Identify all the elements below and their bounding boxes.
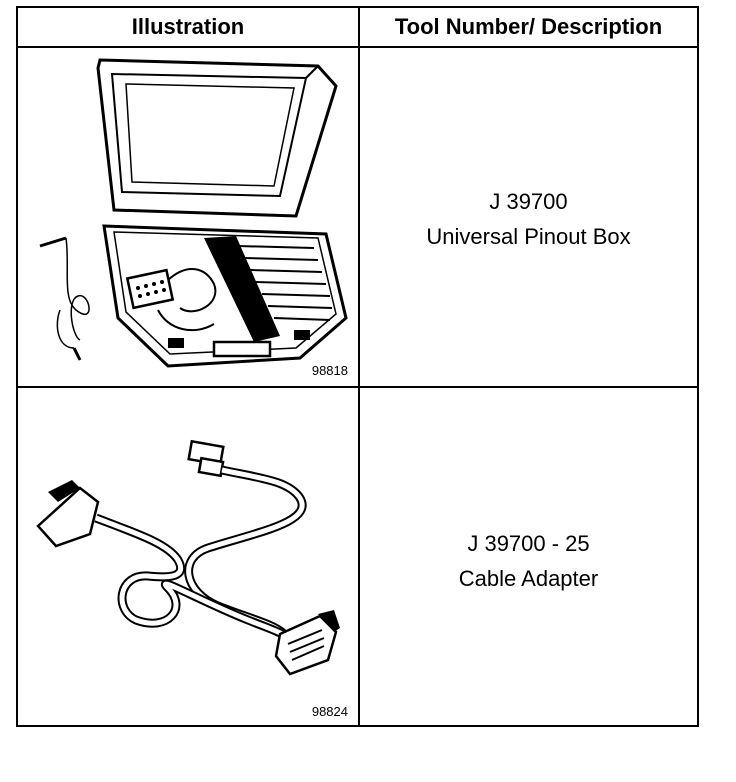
table-row-description-2: J 39700 - 25 Cable Adapter <box>360 526 697 596</box>
pinout-box-case-icon <box>39 58 348 368</box>
header-illustration: Illustration <box>131 14 245 39</box>
cable-adapter-icon <box>36 439 340 676</box>
header-tool-description: Tool Number/ Description <box>394 14 663 39</box>
tool-table: Illustration Tool Number/ Description <box>16 6 699 727</box>
tool-number: J 39700 <box>489 189 568 214</box>
row-divider <box>18 386 697 388</box>
column-divider <box>358 8 360 725</box>
table-row-illustration-1: 98818 <box>18 48 358 386</box>
table-row-description-1: J 39700 Universal Pinout Box <box>360 184 697 254</box>
header-divider <box>18 46 697 48</box>
tool-number: J 39700 - 25 <box>467 531 590 556</box>
tool-description: Cable Adapter <box>458 566 599 591</box>
figure-number: 98824 <box>311 704 348 719</box>
tool-description: Universal Pinout Box <box>426 224 631 249</box>
figure-number: 98818 <box>311 363 348 378</box>
table-row-illustration-2: 98824 <box>18 388 358 725</box>
